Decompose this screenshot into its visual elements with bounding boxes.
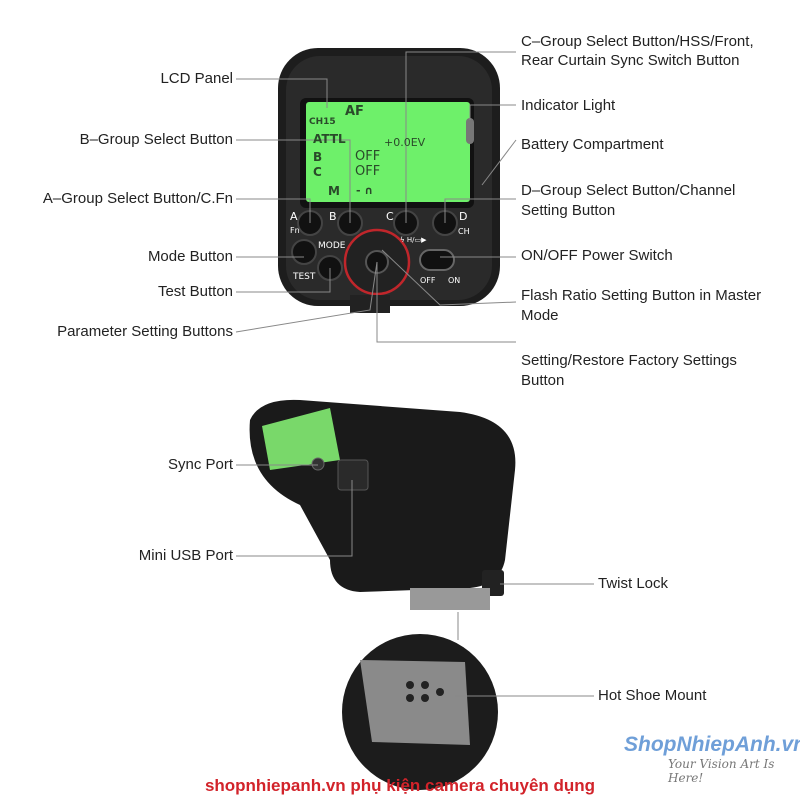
label-sync-port: Sync Port — [167, 456, 233, 473]
lcd-af: AF — [345, 104, 364, 119]
label-d-group-1: D–Group Select Button/Channel — [521, 182, 736, 199]
label-lcd-panel: LCD Panel — [160, 70, 233, 87]
transmitter-side-view — [249, 399, 516, 790]
logo-tagline: Your Vision Art Is Here! — [668, 757, 775, 785]
button-c-label: C — [386, 210, 394, 223]
label-twist-lock: Twist Lock — [598, 575, 669, 592]
label-a-group: A–Group Select Button/C.Fn — [42, 190, 233, 207]
label-mode-button: Mode Button — [147, 248, 233, 265]
lcd-panel — [306, 102, 470, 202]
button-a-sub: Fn — [290, 226, 300, 235]
switch-off-label: OFF — [420, 276, 436, 285]
lcd-c-value: OFF — [355, 164, 381, 179]
label-flash-ratio-1: Flash Ratio Setting Button in Master — [521, 287, 762, 304]
label-mini-usb: Mini USB Port — [138, 547, 233, 564]
button-a-label: A — [290, 210, 298, 223]
lcd-ev: +0.0EV — [384, 136, 426, 149]
label-hot-shoe: Hot Shoe Mount — [598, 687, 707, 704]
label-c-group-1: C–Group Select Button/HSS/Front, — [521, 33, 754, 50]
label-indicator: Indicator Light — [521, 97, 616, 114]
label-parameter-buttons: Parameter Setting Buttons — [57, 323, 233, 340]
label-flash-ratio-2: Mode — [521, 307, 559, 324]
leader-lines — [235, 51, 594, 697]
button-c-sub: ϟ H/▭▶ — [400, 236, 427, 244]
shop-logo: ShopNhiepAnh.vn Your Vision Art Is Here! — [620, 733, 800, 785]
lcd-row-a: ATTL — [313, 132, 346, 146]
button-b-label: B — [329, 210, 337, 223]
button-d-label: D — [459, 210, 468, 223]
label-restore-1: Setting/Restore Factory Settings — [521, 352, 737, 369]
indicator-light — [466, 118, 474, 144]
label-c-group-2: Rear Curtain Sync Switch Button — [521, 52, 740, 69]
button-d-sub: CH — [458, 227, 470, 236]
lcd-channel: CH15 — [309, 117, 336, 127]
test-button-label: TEST — [293, 272, 316, 282]
lcd-bottom: - ∩ — [356, 184, 374, 197]
label-d-group-2: Setting Button — [521, 202, 616, 219]
footer-watermark: shopnhiepanh.vn phụ kiện camera chuyên d… — [204, 776, 596, 795]
switch-on-label: ON — [448, 276, 461, 285]
lcd-row-b: B — [313, 150, 323, 164]
lcd-b-value: OFF — [355, 149, 381, 164]
transmitter-top-view — [278, 48, 500, 313]
logo-name: ShopNhiepAnh.vn — [624, 733, 800, 756]
mode-button-label: MODE — [318, 241, 346, 251]
label-restore-2: Button — [521, 372, 565, 389]
lcd-mode: M — [328, 184, 340, 198]
power-switch — [419, 249, 455, 271]
label-test-button: Test Button — [157, 283, 233, 300]
lcd-row-c: C — [313, 165, 322, 179]
label-battery: Battery Compartment — [521, 136, 664, 153]
label-power-switch: ON/OFF Power Switch — [521, 247, 673, 264]
label-b-group: B–Group Select Button — [79, 131, 233, 148]
